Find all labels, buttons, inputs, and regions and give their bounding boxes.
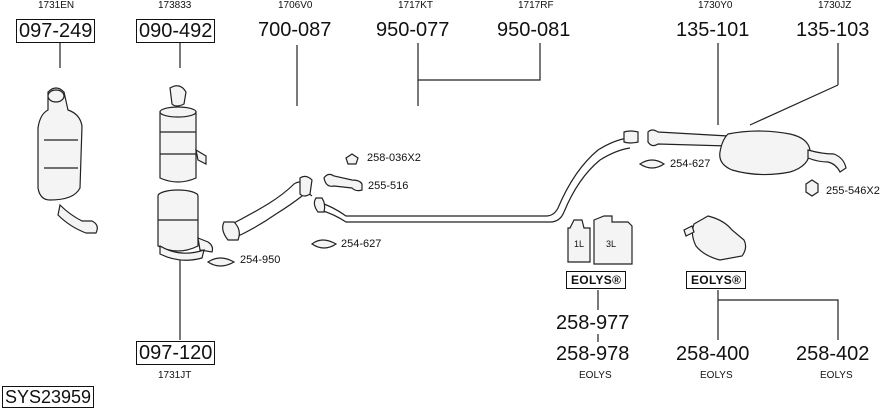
fitting-254-950[interactable]: 254-950 [240,254,281,266]
part-code-1730JZ: 1730JZ [818,0,852,11]
part-number-258-400[interactable]: 258-400 [676,343,750,365]
eolys-brand-box-1: EOLYS® [566,271,627,289]
part-code-173833: 173833 [158,0,192,11]
part-number-097-249[interactable]: 097-249 [16,19,96,43]
part-number-135-101[interactable]: 135-101 [676,19,750,41]
rear-silencer-135-101 [647,129,847,176]
caption-258-978: EOLYS [579,370,612,381]
clamp-254-950-shape [206,257,236,267]
eolys-bottles [567,215,633,265]
leader-line-950-group [417,43,541,81]
part-number-700-087[interactable]: 700-087 [258,19,332,41]
part-code-1717RF: 1717RF [518,0,554,11]
fitting-255-516[interactable]: 255-516 [368,180,409,192]
part-number-258-978[interactable]: 258-978 [556,343,630,365]
part-number-135-103[interactable]: 135-103 [796,19,870,41]
fitting-254-627-rear[interactable]: 254-627 [670,158,711,170]
system-id: SYS23959 [2,386,95,408]
part-code-1731EN: 1731EN [38,0,75,11]
front-pipe-700-087 [222,175,313,241]
part-code-1706V0: 1706V0 [278,0,313,11]
eolys-reservoir [683,215,747,261]
middle-pipe-950-077 [313,130,639,223]
eolys-brand-box-2: EOLYS® [686,271,747,289]
catalytic-converter-097-249 [37,87,98,234]
part-code-1731JT: 1731JT [158,370,192,381]
clamp-254-627-rear-shape [638,159,666,169]
bottle-label-1L: 1L [574,239,585,249]
part-number-258-402[interactable]: 258-402 [796,343,870,365]
caption-258-400: EOLYS [700,370,733,381]
leader-line-135-103-diag [749,84,839,126]
part-number-950-081[interactable]: 950-081 [497,19,571,41]
fitting-254-627-front[interactable]: 254-627 [341,238,382,250]
bottle-label-3L: 3L [606,239,617,249]
fitting-258-036X2[interactable]: 258-036X2 [367,152,421,164]
part-number-950-077[interactable]: 950-077 [376,19,450,41]
leader-line-258-402 [718,299,839,340]
fitting-255-546X2[interactable]: 255-546X2 [826,185,880,197]
part-code-1730Y0: 1730Y0 [698,0,733,11]
gasket-258-036X2-shape [345,153,359,165]
caption-258-402: EOLYS [820,370,853,381]
part-number-097-120[interactable]: 097-120 [136,341,216,365]
part-number-258-977[interactable]: 258-977 [556,312,630,334]
bracket-255-516-shape [323,173,363,192]
part-code-1717KT: 1717KT [398,0,434,11]
clamp-254-627-front-shape [310,239,338,249]
part-number-090-492[interactable]: 090-492 [136,19,216,43]
mount-255-546X2-shape [805,179,819,197]
particulate-filter-090-492 [159,85,207,183]
particulate-filter-097-120 [157,189,214,261]
